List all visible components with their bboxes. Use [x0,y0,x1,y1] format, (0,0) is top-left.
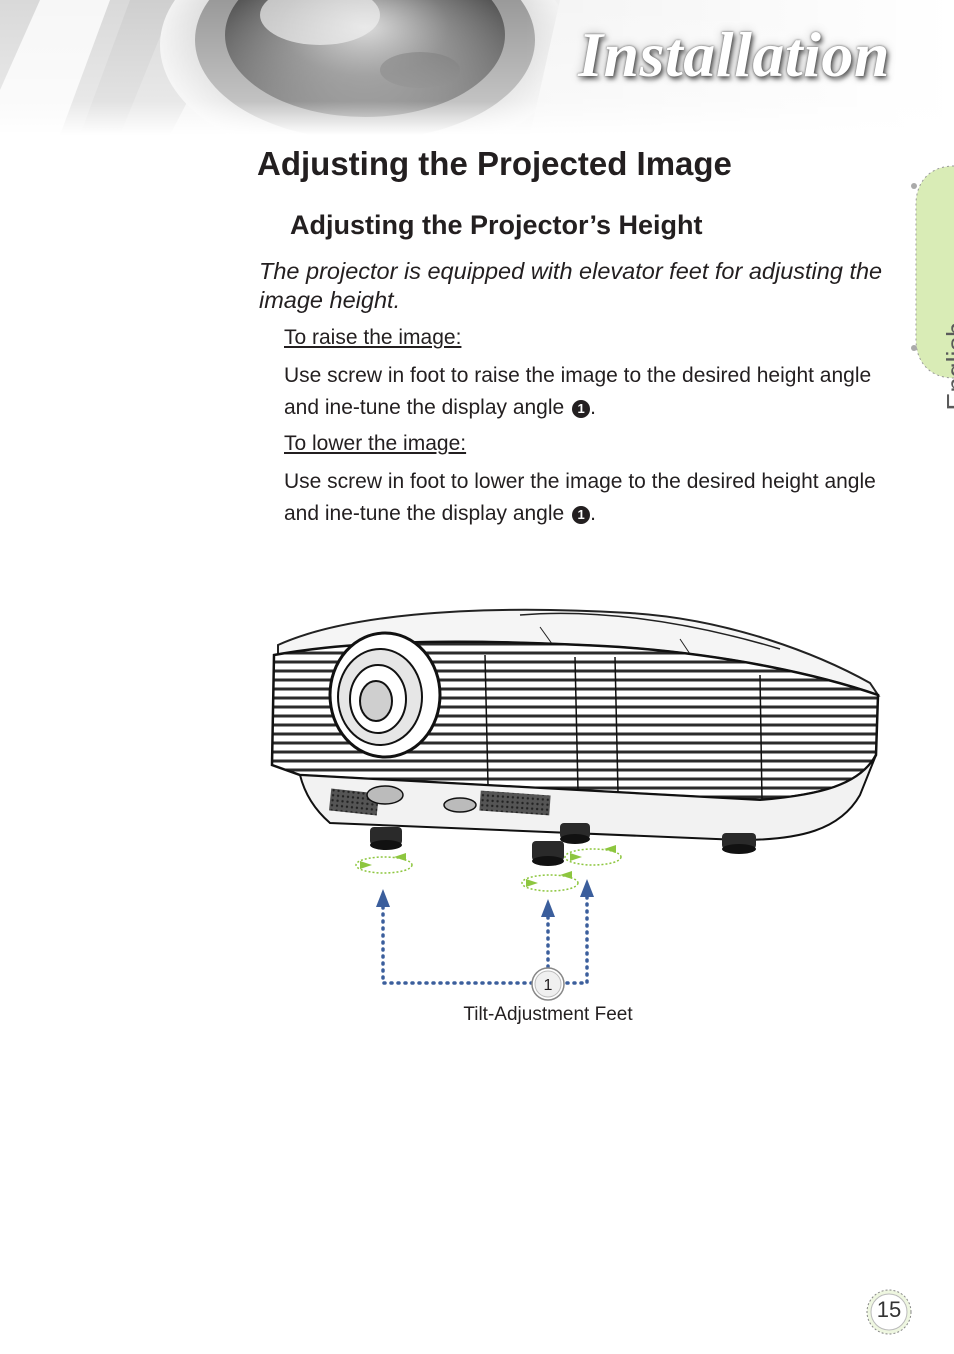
section-title: Installation [578,19,890,90]
rotate-arrow-icon [355,848,622,892]
lower-paragraph: Use screw in foot to lower the image to … [284,466,884,530]
page-number: 15 [876,1297,902,1322]
intro-paragraph: The projector is equipped with elevator … [259,258,883,313]
header-banner [0,0,954,135]
raise-paragraph: Use screw in foot to raise the image to … [284,360,884,424]
lower-heading: To lower the image: [284,432,467,455]
language-tab [911,165,954,379]
page-number-badge [866,1289,912,1335]
foot-icon [722,833,756,854]
language-label: English [942,322,954,411]
callout-bullet-icon: 1 [572,506,591,524]
callout-number: 1 [544,977,553,994]
arrow-up-icon [376,879,594,917]
raise-heading: To raise the image: [284,326,462,349]
page-heading: Adjusting the Projected Image [257,145,732,182]
figure-caption: Tilt-Adjustment Feet [463,1004,633,1025]
foot-icon [370,827,402,850]
tab-dot-icon [911,345,917,351]
callout-badge: 1 [531,967,565,1001]
raise-text: Use screw in foot to raise the image to … [284,364,872,419]
rotate-arrowhead-icon [360,845,616,887]
projector-bottom [298,754,877,842]
period: . [590,396,596,419]
lens-banner-image [0,0,954,135]
foot-icon [532,841,564,866]
period: . [590,502,596,525]
tab-dot-icon [911,183,917,189]
leader-line [381,895,589,985]
sub-heading: Adjusting the Projector’s Height [290,210,703,240]
callout-bullet-icon: 1 [572,400,591,418]
foot-icon [560,823,590,844]
projector-illustration: 1 [270,608,881,1001]
lower-text: Use screw in foot to lower the image to … [284,470,876,525]
